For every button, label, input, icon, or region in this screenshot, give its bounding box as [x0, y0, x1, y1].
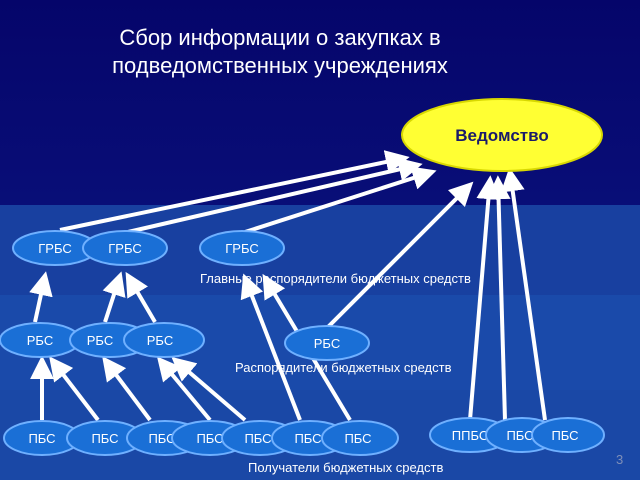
- pbs-6-label: ПБС: [294, 431, 321, 446]
- arrow-pbs3-rbs2: [102, 356, 152, 422]
- arrow-grbs2-vedomstvo: [127, 157, 423, 234]
- node-pbs-1: ПБС: [3, 420, 81, 456]
- pbs-3-label: ПБС: [148, 431, 175, 446]
- grbs-1-label: ГРБС: [38, 241, 71, 256]
- arrow-rbs2-grbs2: [102, 271, 126, 323]
- pbs-2-label: ПБС: [91, 431, 118, 446]
- node-pbs-7: ПБС: [321, 420, 399, 456]
- arrow-pbs2-rbs1: [49, 356, 100, 422]
- pbs-4-label: ПБС: [196, 431, 223, 446]
- slide-number: 3: [616, 452, 624, 467]
- slide-title: Сбор информации о закупках в подведомств…: [112, 25, 448, 78]
- arrow-rbs1-grbs1: [29, 271, 53, 323]
- arrow-ppbs-vedomstvo: [468, 175, 501, 421]
- rbs-4-label: РБС: [314, 336, 340, 351]
- band-label-grbs: Главные распорядители бюджетных средств: [200, 271, 471, 286]
- arrow-pbs8-vedomstvo: [486, 175, 511, 421]
- arrow-rbs4-vedomstvo: [323, 181, 474, 332]
- arrow-rbs3-grbs2: [125, 271, 157, 324]
- arrows-to-vedomstvo: [59, 150, 547, 421]
- node-grbs-3: ГРБС: [199, 230, 285, 266]
- grbs-2-label: ГРБС: [108, 241, 141, 256]
- pbs-8-label: ПБС: [506, 428, 533, 443]
- arrows-rbs-grbs: [29, 271, 157, 324]
- grbs-3-label: ГРБС: [225, 241, 258, 256]
- node-rbs-4: РБС: [284, 325, 370, 361]
- pbs-7-label: ПБС: [344, 431, 371, 446]
- node-rbs-1: РБС: [0, 322, 81, 358]
- rbs-3-label: РБС: [147, 333, 173, 348]
- arrows-pbs-up: [30, 273, 352, 422]
- arrow-pbs4-rbs3: [156, 356, 212, 422]
- band-label-pbs: Получатели бюджетных средств: [248, 460, 444, 475]
- rbs-1-label: РБС: [27, 333, 53, 348]
- band-label-rbs: Распорядители бюджетных средств: [235, 360, 452, 375]
- pbs-5-label: ПБС: [244, 431, 271, 446]
- arrow-grbs3-vedomstvo: [244, 166, 437, 234]
- ppbs-label: ППБС: [452, 428, 488, 443]
- pbs-1-label: ПБС: [28, 431, 55, 446]
- node-grbs-2: ГРБС: [82, 230, 168, 266]
- vedomstvo-label: Ведомство: [455, 126, 548, 145]
- arrow-grbs1-vedomstvo: [59, 150, 410, 232]
- arrow-pbs9-vedomstvo: [500, 167, 547, 421]
- node-vedomstvo: Ведомство: [401, 98, 603, 172]
- node-grbs-1: ГРБС: [12, 230, 98, 266]
- pbs-9-label: ПБС: [551, 428, 578, 443]
- node-pbs-9: ПБС: [531, 417, 605, 453]
- rbs-2-label: РБС: [87, 333, 113, 348]
- arrow-pbs6-grbs3: [240, 273, 302, 421]
- arrow-pbs5-rbs3: [171, 356, 247, 422]
- node-rbs-3: РБС: [123, 322, 205, 358]
